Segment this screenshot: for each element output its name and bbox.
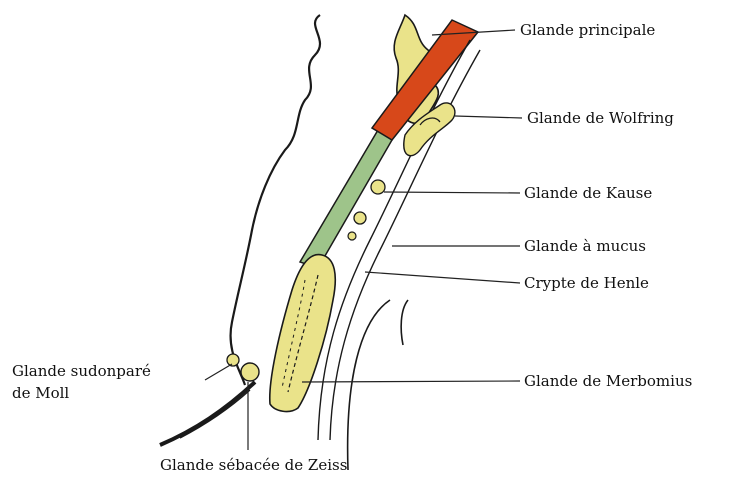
leader-lines bbox=[205, 30, 522, 450]
label-glande-krause: Glande de Kause bbox=[524, 184, 652, 202]
label-glande-principale: Glande principale bbox=[520, 21, 655, 39]
leader-glande-sudoripare bbox=[205, 364, 232, 380]
glande-zeiss-shape bbox=[241, 363, 259, 381]
leader-crypte-henle bbox=[365, 272, 520, 283]
label-glande-zeiss: Glande sébacée de Zeiss bbox=[160, 456, 347, 474]
leader-glande-krause bbox=[384, 192, 520, 193]
glande-krause-shape bbox=[371, 180, 385, 194]
label-glande-meibomius: Glande de Merbomius bbox=[524, 372, 692, 390]
globe-arc-2 bbox=[401, 300, 408, 345]
glande-krause-shape-3 bbox=[348, 232, 356, 240]
eyelash bbox=[160, 382, 255, 445]
label-glande-sudoripare-line1: Glande sudonparé bbox=[12, 362, 151, 380]
label-glande-mucus: Glande à mucus bbox=[524, 237, 646, 255]
label-glande-wolfring: Glande de Wolfring bbox=[527, 109, 674, 127]
glande-krause-shape-2 bbox=[354, 212, 366, 224]
leader-glande-wolfring bbox=[455, 116, 522, 118]
globe-arc-1 bbox=[348, 300, 390, 470]
label-crypte-henle: Crypte de Henle bbox=[524, 274, 649, 292]
label-glande-sudoripare-line2: de Moll bbox=[12, 384, 69, 402]
leader-glande-meibomius bbox=[302, 381, 520, 382]
glande-meibomius-shape bbox=[270, 255, 336, 412]
glande-moll-shape bbox=[227, 354, 239, 366]
tarsal-strip bbox=[300, 130, 392, 268]
